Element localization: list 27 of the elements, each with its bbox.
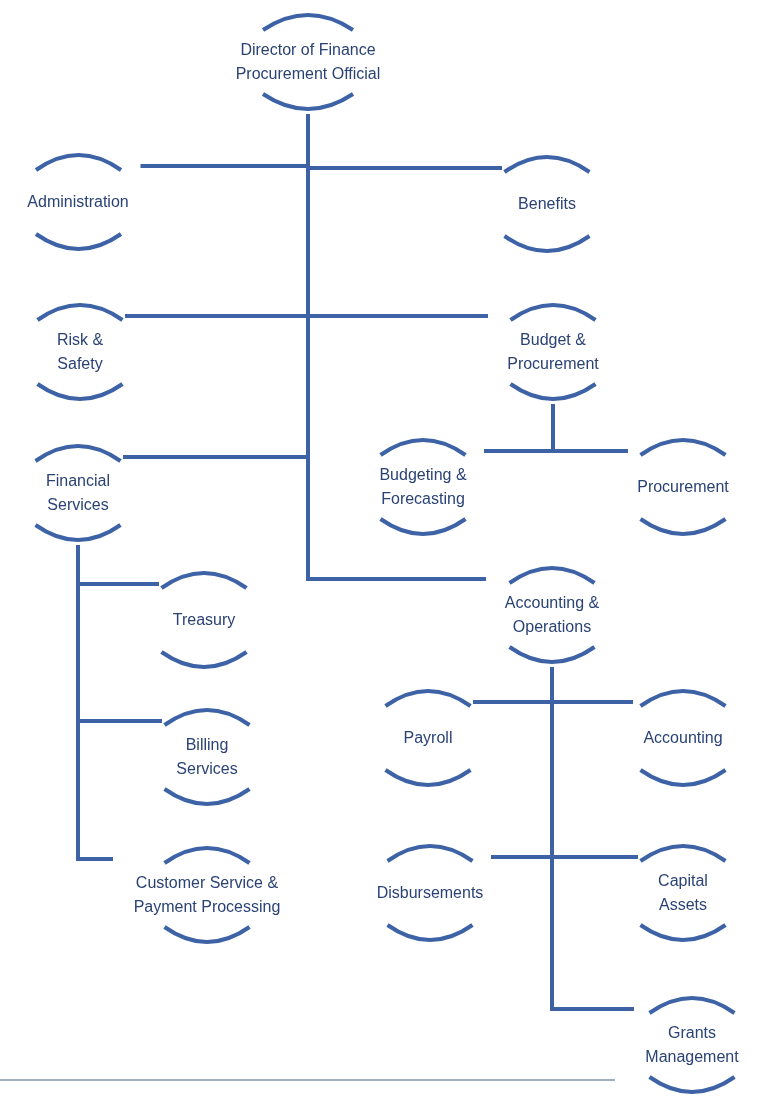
org-unit-node bbox=[638, 841, 728, 945]
connector-line bbox=[306, 114, 486, 581]
unit-label: Payroll bbox=[403, 728, 453, 748]
unit-label: Procurement bbox=[637, 477, 729, 497]
unit-label: Budget & Procurement bbox=[506, 330, 600, 374]
unit-label: Budgeting & Forecasting bbox=[378, 465, 468, 509]
unit-label: Benefits bbox=[518, 194, 576, 214]
org-unit-node bbox=[383, 686, 473, 790]
org-unit-node bbox=[162, 705, 252, 809]
unit-label: Accounting & Operations bbox=[503, 593, 601, 637]
unit-label: Administration bbox=[27, 192, 129, 212]
unit-label: Financial Services bbox=[45, 471, 111, 515]
unit-label: Disbursements bbox=[376, 883, 484, 903]
org-unit-node bbox=[502, 152, 592, 256]
connector-line bbox=[76, 545, 113, 861]
unit-label: Billing Services bbox=[175, 735, 239, 779]
unit-label: Treasury bbox=[172, 610, 236, 630]
unit-label: Grants Management bbox=[644, 1023, 740, 1067]
org-unit-node bbox=[159, 568, 249, 672]
unit-label: Director of Finance Procurement Official bbox=[234, 40, 382, 84]
connector-line bbox=[550, 667, 634, 1011]
unit-label: Capital Assets bbox=[657, 871, 709, 915]
org-unit-node bbox=[33, 441, 123, 545]
unit-label: Accounting bbox=[643, 728, 723, 748]
org-unit-node bbox=[35, 300, 125, 404]
unit-label: Customer Service & Payment Processing bbox=[132, 873, 282, 917]
unit-label: Risk & Safety bbox=[55, 330, 105, 374]
